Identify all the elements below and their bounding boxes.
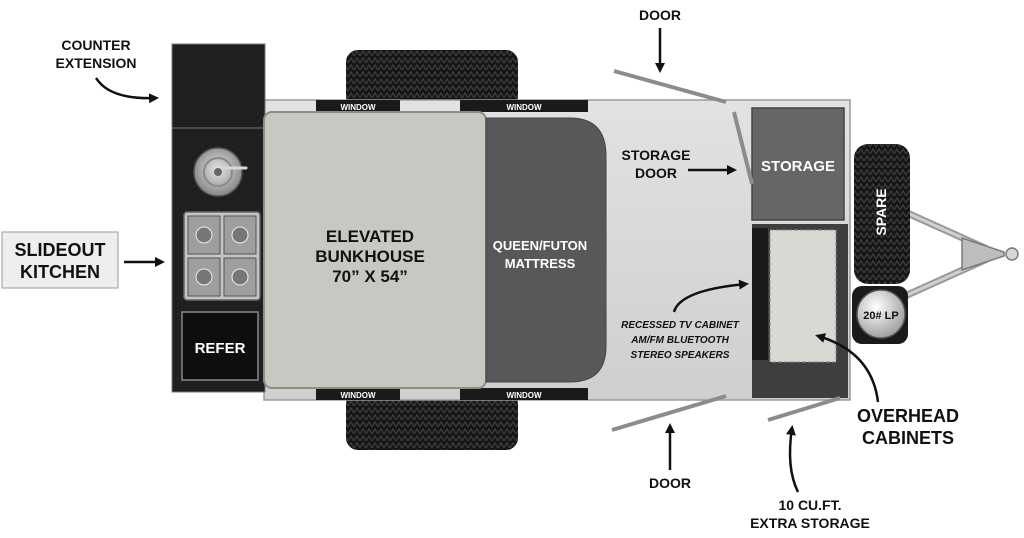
counter-extension-panel	[171, 43, 266, 129]
svg-text:REFER: REFER	[195, 340, 246, 357]
window-top-right: WINDOW	[460, 100, 588, 112]
svg-text:QUEEN/FUTON: QUEEN/FUTON	[493, 238, 587, 253]
queen-futon-mattress: QUEEN/FUTON MATTRESS	[485, 117, 607, 383]
door-top-swing	[613, 69, 727, 104]
window-top-left: WINDOW	[316, 100, 400, 112]
label-slideout-kitchen: SLIDEOUT KITCHEN	[1, 231, 119, 289]
svg-text:WINDOW: WINDOW	[340, 391, 376, 400]
stove-icon	[183, 211, 261, 301]
label-counter-extension-2: EXTENSION	[56, 55, 137, 71]
svg-text:KITCHEN: KITCHEN	[20, 262, 100, 282]
svg-text:WINDOW: WINDOW	[506, 103, 542, 112]
tire-bottom	[346, 392, 518, 450]
label-storage-door-2: DOOR	[635, 165, 677, 181]
label-overhead-cabinets: OVERHEAD	[857, 406, 959, 426]
tire-top	[346, 50, 518, 108]
window-bottom-left: WINDOW	[316, 388, 400, 400]
svg-text:ELEVATED: ELEVATED	[326, 227, 414, 246]
elevated-bunkhouse: ELEVATED BUNKHOUSE 70” X 54”	[263, 111, 487, 389]
svg-text:WINDOW: WINDOW	[340, 103, 376, 112]
storage-door-swing	[732, 111, 754, 185]
svg-text:70” X 54”: 70” X 54”	[332, 267, 408, 286]
arrow-recessed-tv	[672, 279, 749, 313]
arrow-extra-storage	[786, 425, 800, 493]
label-door-top: DOOR	[639, 7, 681, 23]
arrow-overhead-cabinets	[815, 333, 880, 403]
label-recessed-tv-2: AM/FM BLUETOOTH	[630, 335, 729, 346]
refer-fridge: REFER	[181, 311, 259, 381]
svg-text:20# LP: 20# LP	[863, 310, 898, 322]
svg-text:SPARE: SPARE	[873, 188, 889, 235]
trailer-hitch	[903, 208, 1019, 300]
svg-text:WINDOW: WINDOW	[506, 391, 542, 400]
svg-text:SLIDEOUT: SLIDEOUT	[14, 240, 105, 260]
label-extra-storage: 10 CU.FT.	[778, 497, 841, 513]
label-door-bottom: DOOR	[649, 475, 691, 491]
label-counter-extension: COUNTER	[61, 37, 130, 53]
extra-storage-area	[752, 224, 848, 398]
label-storage-door: STORAGE	[622, 147, 691, 163]
door-bottom-swing	[611, 394, 727, 432]
extra-storage-door-swing	[767, 396, 841, 422]
svg-text:MATTRESS: MATTRESS	[505, 256, 576, 271]
label-recessed-tv-3: STEREO SPEAKERS	[631, 350, 730, 361]
sink-icon	[193, 147, 248, 197]
label-overhead-cabinets-2: CABINETS	[862, 428, 954, 448]
svg-text:STORAGE: STORAGE	[761, 158, 835, 175]
label-recessed-tv: RECESSED TV CABINET	[621, 320, 740, 331]
spare-tire: SPARE	[854, 144, 910, 284]
label-extra-storage-2: EXTRA STORAGE	[750, 515, 870, 531]
arrow-counter-extension	[94, 77, 159, 104]
window-bottom-right: WINDOW	[460, 388, 588, 400]
svg-text:BUNKHOUSE: BUNKHOUSE	[315, 247, 425, 266]
lp-tank: 20# LP	[852, 286, 908, 344]
overhead-cabinet-panel	[769, 229, 837, 363]
slideout-kitchen-unit: REFER	[171, 43, 266, 393]
storage-compartment: STORAGE	[751, 107, 845, 221]
